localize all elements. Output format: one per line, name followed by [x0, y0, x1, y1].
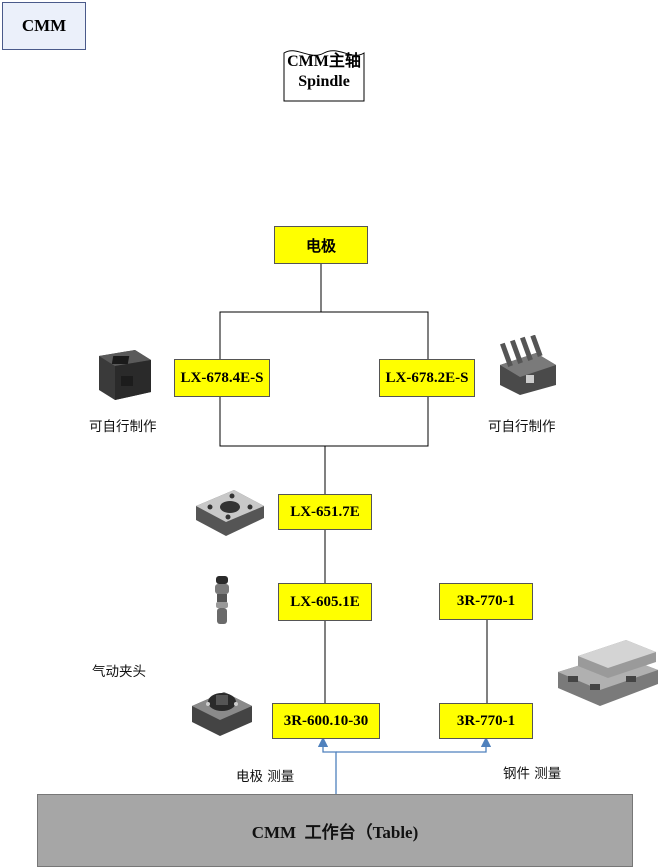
- spindle-outline: [283, 50, 365, 102]
- spindle-label-cn: CMM主轴: [287, 53, 361, 70]
- caption-pneumatic-chuck: 气动夹头: [92, 664, 146, 680]
- node-left-holder-label: LX-678.4E-S: [180, 369, 264, 386]
- arrow-electrode-measure: [317, 736, 337, 794]
- steel-pallet-image: [558, 640, 658, 706]
- spindle-label-en: Spindle: [298, 73, 350, 90]
- node-adapter: LX-651.7E: [278, 494, 372, 530]
- node-steel-top: 3R-770-1: [439, 583, 533, 620]
- pneumatic-chuck-image: [192, 692, 252, 736]
- adapter-plate-image: [196, 490, 264, 536]
- cmm-table-label: CMM 工作台（Table): [251, 823, 419, 842]
- comb-holder-image: [500, 335, 556, 395]
- node-adapter-label: LX-651.7E: [290, 503, 360, 520]
- node-electrode-label: 电极: [305, 238, 336, 255]
- caption-electrode-measure: 电极 测量: [236, 769, 295, 785]
- node-left-holder: LX-678.4E-S: [174, 359, 270, 397]
- spindle-shape: CMM主轴 Spindle: [282, 47, 366, 103]
- node-electrode: 电极: [274, 226, 368, 264]
- node-steel-bottom-label: 3R-770-1: [456, 712, 516, 729]
- node-chuck-pin-label: LX-605.1E: [290, 593, 360, 610]
- node-right-holder-label: LX-678.2E-S: [385, 369, 469, 386]
- node-chuck-pin: LX-605.1E: [278, 583, 372, 621]
- cmm-header-box: CMM: [2, 2, 86, 50]
- node-pneumatic-chuck-label: 3R-600.10-30: [283, 712, 369, 729]
- caption-steel-measure: 钢件 测量: [503, 766, 562, 782]
- node-right-holder: LX-678.2E-S: [379, 359, 475, 397]
- node-steel-top-label: 3R-770-1: [456, 593, 516, 609]
- arrow-steel-measure: [336, 736, 492, 753]
- cmm-header-label: CMM: [21, 16, 67, 35]
- caption-left-custom: 可自行制作: [89, 419, 157, 435]
- cmm-table-bar: CMM 工作台（Table): [37, 794, 633, 867]
- square-holder-image: [99, 350, 151, 400]
- chuck-pin-image: [215, 576, 229, 624]
- node-pneumatic-chuck: 3R-600.10-30: [272, 703, 380, 739]
- node-steel-bottom: 3R-770-1: [439, 703, 533, 739]
- caption-right-custom: 可自行制作: [488, 419, 556, 435]
